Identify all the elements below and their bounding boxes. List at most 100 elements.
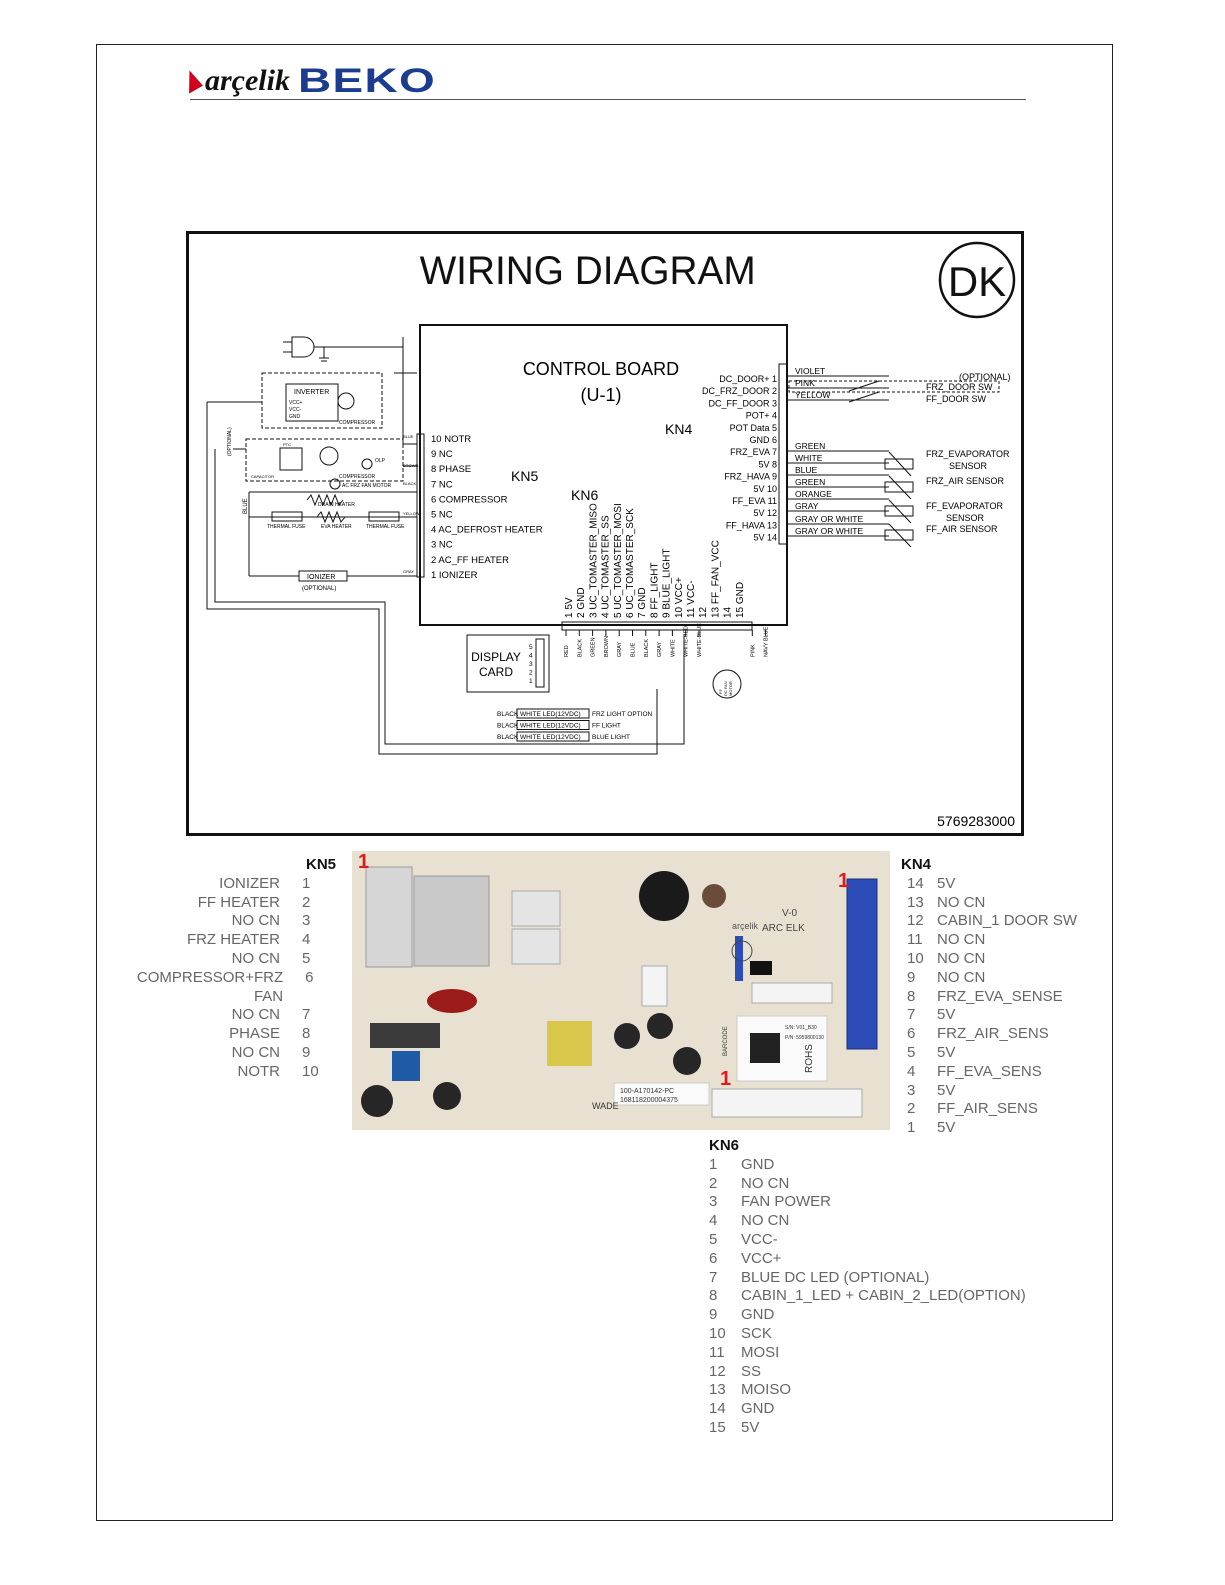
kn4-row-label: NO CN bbox=[937, 893, 986, 911]
black-wire-label: BLACK bbox=[403, 481, 416, 486]
kn4-pin-label: GND 6 bbox=[749, 435, 777, 445]
kn6-connector bbox=[561, 621, 753, 631]
led-name-label: WHITE LED(12VDC) bbox=[520, 723, 581, 730]
kn5-row-label: NO CN bbox=[231, 949, 280, 967]
led-wire-label: BLACK bbox=[497, 711, 519, 718]
wiring-diagram-svg: WIRING DIAGRAM DK CONTROL BOARD (U-1) KN… bbox=[206, 241, 1016, 829]
led-use-label: FF LIGHT bbox=[592, 723, 621, 730]
page-frame bbox=[96, 44, 1113, 1521]
kn6-wire-label: BLACK bbox=[644, 639, 650, 657]
relay-1 bbox=[511, 890, 561, 927]
kn5-row-number: 10 bbox=[302, 1062, 319, 1080]
kn6-row-number: 4 bbox=[709, 1212, 718, 1230]
kn4-device-label: FRZ_EVAPORATOR bbox=[926, 449, 1010, 459]
kn6-wire-label: RED bbox=[564, 645, 570, 657]
kn4-row-number: 2 bbox=[907, 1100, 916, 1118]
drain-heater-icon bbox=[306, 493, 344, 507]
kn6-row-label: VCC+ bbox=[741, 1249, 782, 1267]
kn6-wire-label: BLACK bbox=[577, 639, 583, 657]
kn6-pin-label: 6 UC_TOMASTER_SCK bbox=[625, 508, 636, 618]
yellow-wire-label: YELLOW bbox=[403, 511, 420, 516]
display-card-connector bbox=[535, 638, 545, 688]
pin1-mark-kn4: 1 bbox=[838, 870, 850, 892]
kn4-pin-label: 5V 12 bbox=[753, 508, 777, 518]
kn4-row: 11 NO CN bbox=[907, 931, 1101, 950]
kn5-row-number: 3 bbox=[302, 912, 311, 930]
kn6-table-title: KN6 bbox=[709, 1137, 740, 1154]
mains-plug-icon bbox=[291, 336, 315, 358]
kn5-pin-label: 10 NOTR bbox=[431, 434, 471, 445]
kn6-row-label: SCK bbox=[741, 1324, 772, 1342]
kn6-row-label: SS bbox=[741, 1362, 762, 1380]
kn4-row-label: 5V bbox=[937, 1043, 956, 1061]
led-name-label: WHITE LED(12VDC) bbox=[520, 734, 581, 741]
kn6-row-label: MOSI bbox=[741, 1343, 780, 1361]
led-use-label: FRZ LIGHT OPTION bbox=[592, 711, 652, 718]
display-pin-label: 1 bbox=[529, 678, 533, 685]
blue-wire-label: BLUE bbox=[243, 498, 249, 514]
arcelik-mark-icon bbox=[179, 68, 203, 94]
kn6-row-label: FAN POWER bbox=[741, 1193, 832, 1211]
kn6-wire-label: BROWN bbox=[604, 636, 610, 657]
silk-arcelik: arçelik bbox=[732, 921, 759, 931]
olp-label: OLP bbox=[375, 458, 386, 464]
kn6-row-label: BLUE DC LED (OPTIONAL) bbox=[741, 1268, 930, 1286]
ff-eva-sensor-icon bbox=[884, 505, 914, 517]
kn4-wire-label: GREEN bbox=[795, 441, 825, 451]
display-pin-label: 4 bbox=[529, 653, 533, 660]
buzzer-icon bbox=[639, 871, 689, 921]
kn5-row-label: IONIZER bbox=[219, 874, 280, 892]
diagram-title: WIRING DIAGRAM bbox=[420, 248, 756, 293]
kn4-wire-label: PINK bbox=[795, 378, 815, 388]
kn6-wire-label: PINK bbox=[750, 644, 756, 657]
x-capacitor bbox=[370, 1023, 440, 1048]
kn6-row-number: 15 bbox=[709, 1418, 726, 1436]
kn4-wire-label: ORANGE bbox=[795, 489, 832, 499]
kn4-connector-photo bbox=[846, 878, 878, 1050]
kn5-pin-label: 7 NC bbox=[431, 479, 453, 490]
kn6-pin-label: 8 FF_LIGHT bbox=[649, 562, 660, 618]
kn4-pin-list: DC_DOOR+ 1DC_FRZ_DOOR 2DC_FF_DOOR 3POT+ … bbox=[702, 366, 1011, 543]
kn4-device-label: (OPTIONAL) bbox=[959, 372, 1011, 382]
kn4-row-number: 9 bbox=[907, 968, 916, 986]
kn6-row-label: NO CN bbox=[741, 1174, 790, 1192]
compressor-dashed-box bbox=[245, 438, 404, 482]
kn4-row-number: 11 bbox=[907, 931, 923, 949]
kn4-pin-label: DC_FRZ_DOOR 2 bbox=[702, 386, 777, 396]
fan-motor-line-3: MOTOR bbox=[728, 681, 733, 696]
kn6-row-label: GND bbox=[741, 1306, 775, 1324]
silk-pn: P/N: 5959800130 bbox=[785, 1035, 824, 1041]
display-card-label-2: CARD bbox=[479, 665, 513, 679]
kn6-pin-label: 11 VCC- bbox=[686, 580, 697, 618]
kn4-device-label: FF_EVAPORATOR bbox=[926, 501, 1004, 511]
ptc-label: PTC bbox=[283, 442, 291, 447]
kn4-row-label: NO CN bbox=[937, 931, 986, 949]
kn6-row-number: 1 bbox=[709, 1155, 718, 1173]
silk-barcode: BARCODE bbox=[723, 1026, 729, 1056]
kn5-pin-label: 1 IONIZER bbox=[431, 570, 478, 581]
kn5-row-number: 2 bbox=[302, 893, 311, 911]
kn4-wire-label: BLUE bbox=[795, 465, 818, 475]
thermal-fuse-2-label: THERMAL FUSE bbox=[366, 524, 405, 530]
right-devices bbox=[788, 380, 1000, 548]
kn4-row-number: 7 bbox=[907, 1006, 916, 1024]
kn6-row-number: 5 bbox=[709, 1230, 718, 1248]
kn4-pin-label: POT+ 4 bbox=[746, 411, 777, 421]
inverter-compressor-icon bbox=[337, 392, 355, 410]
kn6-row-number: 10 bbox=[709, 1324, 726, 1342]
part-number: 5769283000 bbox=[937, 813, 1015, 829]
vcc-plus-label: VCC+ bbox=[289, 400, 303, 406]
display-pin-label: 2 bbox=[529, 670, 533, 677]
electrolytic-cap-3-icon bbox=[614, 1023, 640, 1049]
kn4-row-number: 4 bbox=[907, 1062, 916, 1080]
